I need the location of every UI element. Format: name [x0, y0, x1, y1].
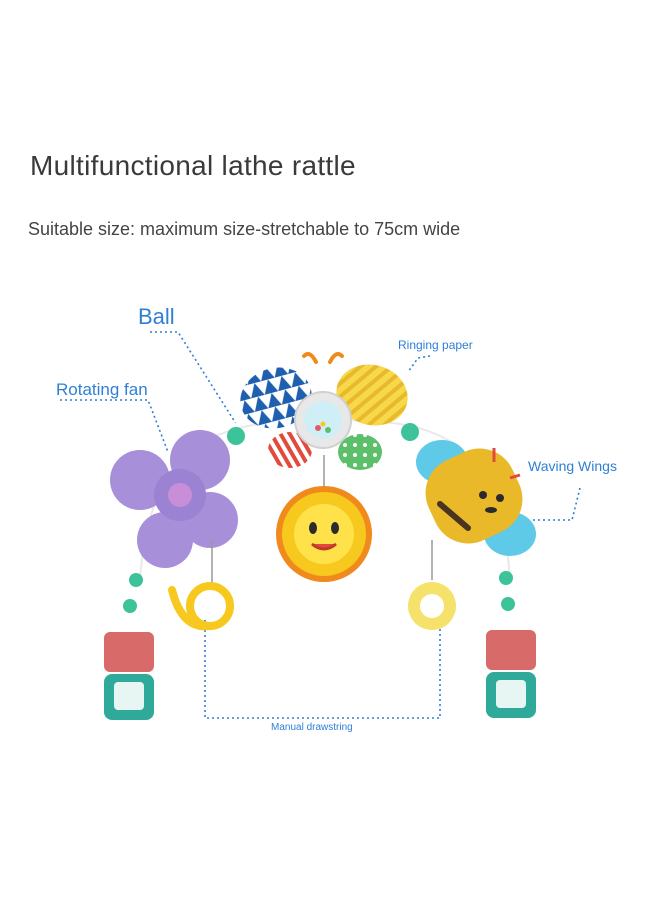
callout-manual-drawstring: Manual drawstring [271, 722, 353, 733]
callout-rotating-fan: Rotating fan [56, 380, 148, 399]
callout-lines [60, 331, 581, 719]
clamp-icon [104, 573, 154, 720]
page-title: Multifunctional lathe rattle [30, 150, 356, 181]
callout-ball: Ball [138, 304, 175, 329]
arch-joint-left [227, 427, 245, 445]
clamp-icon [486, 571, 536, 718]
drawstring-callout-line [204, 585, 441, 719]
wings-callout-line [532, 487, 581, 521]
bee-icon [416, 440, 536, 556]
ball-callout-line [150, 331, 241, 431]
sun-face-icon [276, 455, 372, 582]
flower-ring-icon [408, 540, 456, 630]
callout-waving-wings: Waving Wings [528, 458, 617, 474]
page-subtitle: Suitable size: maximum size-stretchable … [28, 219, 461, 239]
arch-joint-right [401, 423, 419, 441]
rotating-fan-icon [110, 430, 238, 568]
callout-ringing-paper: Ringing paper [398, 338, 473, 352]
ball-rattle-icon [294, 391, 352, 449]
moon-ring-icon [168, 540, 234, 631]
butterfly-icon [240, 352, 408, 470]
fan-callout-line [60, 399, 169, 453]
paper-callout-line [407, 355, 431, 373]
